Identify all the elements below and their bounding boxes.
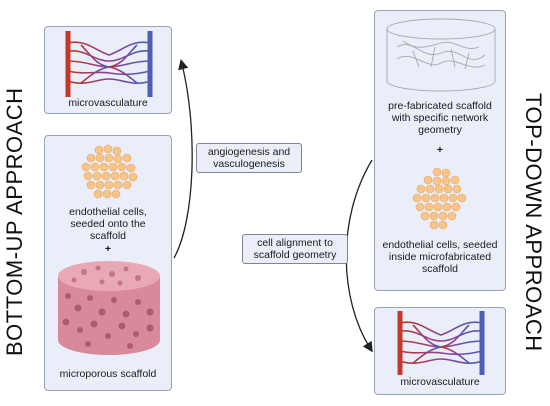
microvasculature-label: microvasculature [68,97,148,109]
left-microvasculature-panel: microvasculature [44,26,172,114]
right-scaffold-cells-panel: pre-fabricated scaffold with specific ne… [374,10,506,291]
plus-sign: + [436,144,444,156]
top-down-approach-title: TOP-DOWN APPROACH [521,92,546,352]
microvasculature-icon [65,31,153,97]
prefabricated-scaffold-label: pre-fabricated scaffold with specific ne… [388,100,492,136]
cell-alignment-callout: cell alignment to scaffold geometry [242,234,348,264]
prefabricated-scaffold-icon [386,18,496,92]
angiogenesis-callout: angiogenesis and vasculogenesis [196,143,302,173]
cell-cluster-icon [81,144,138,199]
microporous-scaffold-label: microporous scaffold [59,368,157,380]
bottom-up-approach-title: BOTTOM-UP APPROACH [2,87,27,357]
right-microvasculature-panel: microvasculature [374,307,506,395]
endothelial-cells-label: endothelial cells, seeded onto the scaff… [69,206,147,242]
left-cells-scaffold-panel: endothelial cells, seeded onto the scaff… [44,135,172,391]
endothelial-cells-label: endothelial cells, seeded inside microfa… [382,239,498,275]
microvasculature-label: microvasculature [400,376,480,388]
plus-sign: + [104,243,112,255]
microvasculature-icon [397,311,485,375]
cell-cluster-icon [412,167,467,230]
porous-scaffold-icon [58,261,160,355]
